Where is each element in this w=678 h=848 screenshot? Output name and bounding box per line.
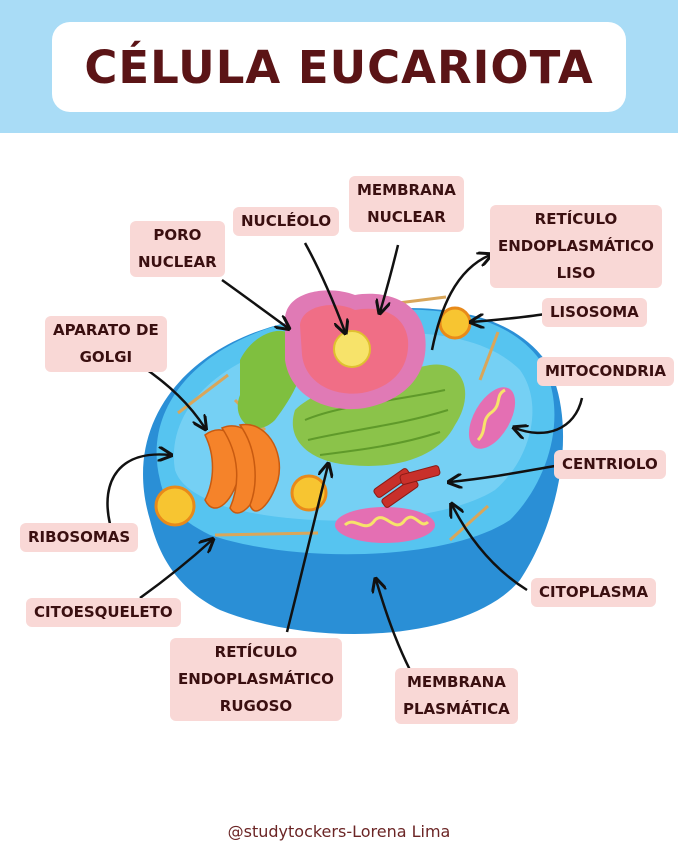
label-poro-nuclear: PORO NUCLEAR: [130, 221, 225, 277]
label-line: PLASMÁTICA: [403, 700, 510, 718]
label-line: NUCLÉOLO: [241, 212, 332, 230]
label-line: RETÍCULO: [534, 210, 618, 228]
lysosome-shape: [438, 306, 472, 340]
label-line: NUCLEAR: [367, 208, 446, 226]
label-line: GOLGI: [79, 348, 133, 366]
label-line: ENDOPLASMÁTICO: [498, 237, 654, 255]
label-nucleolo: NUCLÉOLO: [233, 207, 340, 236]
label-lisosoma: LISOSOMA: [542, 298, 647, 327]
label-line: CITOPLASMA: [539, 583, 649, 601]
header-banner: CÉLULA EUCARIOTA: [0, 0, 678, 133]
label-line: RIBOSOMAS: [28, 528, 131, 546]
label-membrana-nuclear: MEMBRANA NUCLEAR: [349, 176, 464, 232]
vesicle-center: [290, 474, 328, 512]
label-centriolo: CENTRIOLO: [554, 450, 666, 479]
label-line: LISOSOMA: [550, 303, 639, 321]
label-citoesqueleto: CITOESQUELETO: [26, 598, 181, 627]
label-line: MITOCONDRIA: [545, 362, 666, 380]
label-line: ENDOPLASMÁTICO: [178, 670, 334, 688]
label-reticulo-liso: RETÍCULO ENDOPLASMÁTICO LISO: [490, 205, 662, 288]
label-line: NUCLEAR: [138, 253, 217, 271]
leader-arrows: [106, 242, 584, 671]
label-line: CENTRIOLO: [562, 455, 658, 473]
title-box: CÉLULA EUCARIOTA: [52, 22, 626, 112]
label-line: RETÍCULO: [214, 643, 298, 661]
label-line: CITOESQUELETO: [34, 603, 173, 621]
label-membrana-plasmatica: MEMBRANA PLASMÁTICA: [395, 668, 518, 724]
label-ribosomas: RIBOSOMAS: [20, 523, 139, 552]
label-line: PORO: [153, 226, 202, 244]
label-line: APARATO DE: [53, 321, 159, 339]
label-reticulo-rugoso: RETÍCULO ENDOPLASMÁTICO RUGOSO: [170, 638, 342, 721]
nucleolus-shape: [333, 330, 371, 368]
centriole-shape: [373, 465, 441, 508]
page-title: CÉLULA EUCARIOTA: [84, 40, 594, 94]
label-line: MEMBRANA: [406, 673, 506, 691]
label-mitocondria: MITOCONDRIA: [537, 357, 674, 386]
label-line: MEMBRANA: [357, 181, 456, 199]
vesicle-left: [154, 485, 196, 527]
label-line: RUGOSO: [219, 697, 293, 715]
footer-credit: @studytockers-Lorena Lima: [227, 822, 451, 841]
label-citoplasma: CITOPLASMA: [531, 578, 657, 607]
label-line: LISO: [556, 264, 596, 282]
golgi-shape: [204, 423, 281, 514]
mitochondria-shape: [335, 387, 516, 543]
label-aparato-golgi: APARATO DE GOLGI: [45, 316, 167, 372]
